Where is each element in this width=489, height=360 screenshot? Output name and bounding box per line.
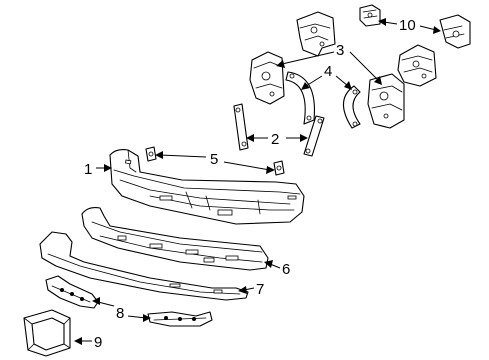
strap-part-2-left — [233, 103, 249, 151]
bracket-part-10-small — [359, 4, 381, 27]
callout-5: 5 — [210, 151, 218, 168]
callout-10: 10 — [399, 17, 416, 34]
callout-7: 7 — [256, 281, 264, 298]
bracket-part-8-right — [147, 311, 213, 327]
brace-part-4-left — [285, 71, 316, 125]
bumper-face-bar-part-1 — [109, 149, 305, 225]
bracket-part-10-right — [439, 14, 471, 49]
leader-lines — [74, 18, 441, 345]
bracket-part-8-left — [45, 275, 99, 309]
bracket-part-10-lower — [397, 44, 437, 87]
bracket-part-10-left — [296, 11, 336, 57]
brace-part-4-right — [342, 85, 361, 129]
bracket-part-3-left — [249, 51, 285, 105]
air-deflector-part-6 — [81, 207, 269, 271]
callout-9: 9 — [94, 334, 102, 351]
callout-4: 4 — [324, 63, 332, 80]
license-bracket-part-9 — [23, 309, 71, 357]
callout-8: 8 — [116, 305, 124, 322]
callout-1: 1 — [84, 161, 92, 178]
callout-2: 2 — [271, 131, 279, 148]
plate-part-5-right — [273, 160, 285, 176]
lower-valance-part-7 — [39, 231, 249, 301]
callout-6: 6 — [282, 261, 290, 278]
plate-part-5-left — [145, 146, 157, 162]
bracket-part-3-right — [367, 73, 405, 129]
callout-3: 3 — [336, 42, 344, 59]
strap-part-2-right — [303, 115, 325, 157]
